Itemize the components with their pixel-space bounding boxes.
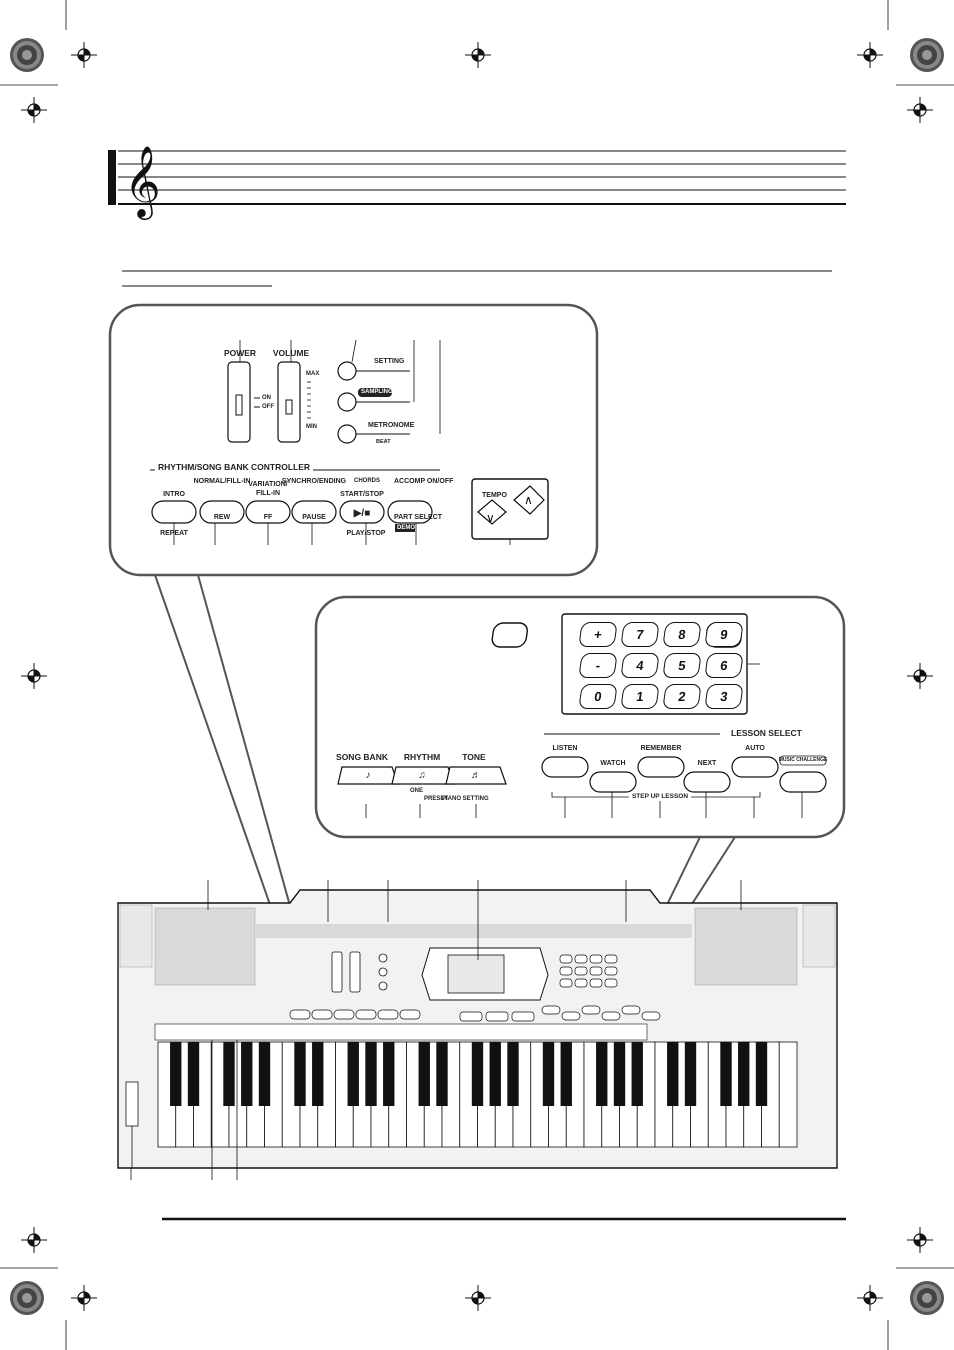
black-key (667, 1042, 679, 1106)
black-key (170, 1042, 182, 1106)
numpad-key[interactable]: 8 (662, 622, 702, 647)
black-key (596, 1042, 608, 1106)
start-stop-label: START/STOP (340, 491, 384, 498)
numpad-key[interactable]: 6 (704, 653, 744, 678)
accomp-onoff-label: ACCOMP ON/OFF (394, 478, 454, 485)
black-key (187, 1042, 200, 1106)
variation-label: VARIATION/ (248, 481, 288, 488)
play-pause-icon: ▶/■ (353, 508, 371, 519)
black-key (755, 1042, 768, 1106)
rhythm-icon: ♫ (418, 770, 426, 781)
lesson-select-title: LESSON SELECT (728, 729, 805, 738)
preset-label: PRESET (424, 796, 449, 802)
corner-rosette-bottom-left (10, 1281, 44, 1315)
numpad-key[interactable]: + (578, 622, 618, 647)
black-key (258, 1042, 271, 1106)
numpad-key[interactable]: 3 (704, 684, 744, 709)
intro-label: INTRO (163, 491, 185, 498)
watch-label: WATCH (600, 760, 626, 767)
black-key (631, 1042, 643, 1106)
chevron-down-icon: ∨ (486, 511, 495, 525)
tempo-label: TEMPO (482, 492, 507, 499)
tone-icon: ♬ (471, 770, 481, 781)
treble-clef-icon: 𝄞 (124, 146, 161, 220)
normal-fillin-label: NORMAL/FILL-IN (193, 478, 251, 485)
numpad-key[interactable]: 9 (704, 622, 744, 647)
rew-label: REW (213, 514, 231, 521)
setting-button-label: SETTING (374, 358, 405, 365)
pause-label: PAUSE (302, 514, 326, 521)
synchro-ending-label: SYNCHRO/ENDING (281, 478, 347, 485)
chords-label: CHORDS (354, 478, 381, 484)
numpad-key[interactable]: 0 (578, 684, 618, 709)
black-key (684, 1042, 697, 1106)
play-stop-label: PLAY/STOP (346, 530, 386, 537)
black-key (720, 1042, 732, 1106)
next-label: NEXT (697, 760, 717, 767)
volume-slider-label: VOLUME (272, 348, 310, 358)
beat-label: BEAT (376, 439, 391, 445)
auto-label: AUTO (745, 745, 765, 752)
part-select-label: PART SELECT (393, 514, 443, 521)
chevron-up-icon: ∧ (524, 493, 533, 507)
power-off-label: OFF (262, 404, 274, 410)
black-key (312, 1042, 324, 1106)
music-challenge-label: MUSIC CHALLENGE (778, 757, 828, 763)
metronome-button-label: METRONOME (368, 422, 415, 429)
black-key (223, 1042, 235, 1106)
black-key (436, 1042, 448, 1106)
piano-setting-label: PIANO SETTING (442, 796, 489, 802)
black-key (418, 1042, 430, 1106)
numpad-key[interactable]: 2 (662, 684, 702, 709)
tone-label: TONE (462, 752, 486, 762)
demo-badge: DEMO (397, 525, 415, 531)
power-on-label: ON (262, 395, 271, 401)
volume-min-label: MIN (306, 424, 317, 430)
black-key (507, 1042, 519, 1106)
ff-label: FF (263, 514, 273, 521)
black-key (347, 1042, 359, 1106)
black-key (241, 1042, 253, 1106)
corner-rosette-top-right (910, 38, 944, 72)
numpad-key[interactable]: - (578, 653, 618, 678)
black-key (365, 1042, 377, 1106)
numpad-key[interactable]: 1 (620, 684, 660, 709)
variation-fillin-label: FILL-IN (255, 490, 281, 497)
corner-rosette-bottom-right (910, 1281, 944, 1315)
staff-header: 𝄞 (108, 146, 846, 220)
numpad-key[interactable]: 5 (662, 653, 702, 678)
step-up-lesson-label: STEP UP LESSON (628, 793, 692, 801)
corner-rosette-top-left (10, 38, 44, 72)
white-key (778, 1041, 798, 1148)
song-bank-icon: ♪ (365, 770, 371, 781)
black-key (383, 1042, 395, 1106)
black-key (738, 1042, 750, 1106)
listen-label: LISTEN (552, 745, 578, 752)
repeat-label: REPEAT (160, 530, 188, 537)
rhythm-label: RHYTHM (403, 752, 441, 762)
black-key (560, 1042, 572, 1106)
one-touch-label: ONE (410, 788, 424, 794)
remember-label: REMEMBER (640, 745, 682, 752)
piano-keys (157, 1041, 798, 1148)
black-key (613, 1042, 626, 1106)
black-key (471, 1042, 484, 1106)
controller-title: RHYTHM/SONG BANK CONTROLLER (155, 463, 314, 472)
sampling-badge: SAMPLING (361, 389, 393, 395)
black-key (489, 1042, 501, 1106)
numpad-key[interactable]: 7 (620, 622, 660, 647)
numpad-key[interactable]: 4 (620, 653, 660, 678)
volume-max-label: MAX (306, 371, 320, 377)
black-key (294, 1042, 306, 1106)
black-key (542, 1042, 555, 1106)
power-switch-label: POWER (223, 348, 257, 358)
song-bank-label: SONG BANK (336, 752, 388, 762)
